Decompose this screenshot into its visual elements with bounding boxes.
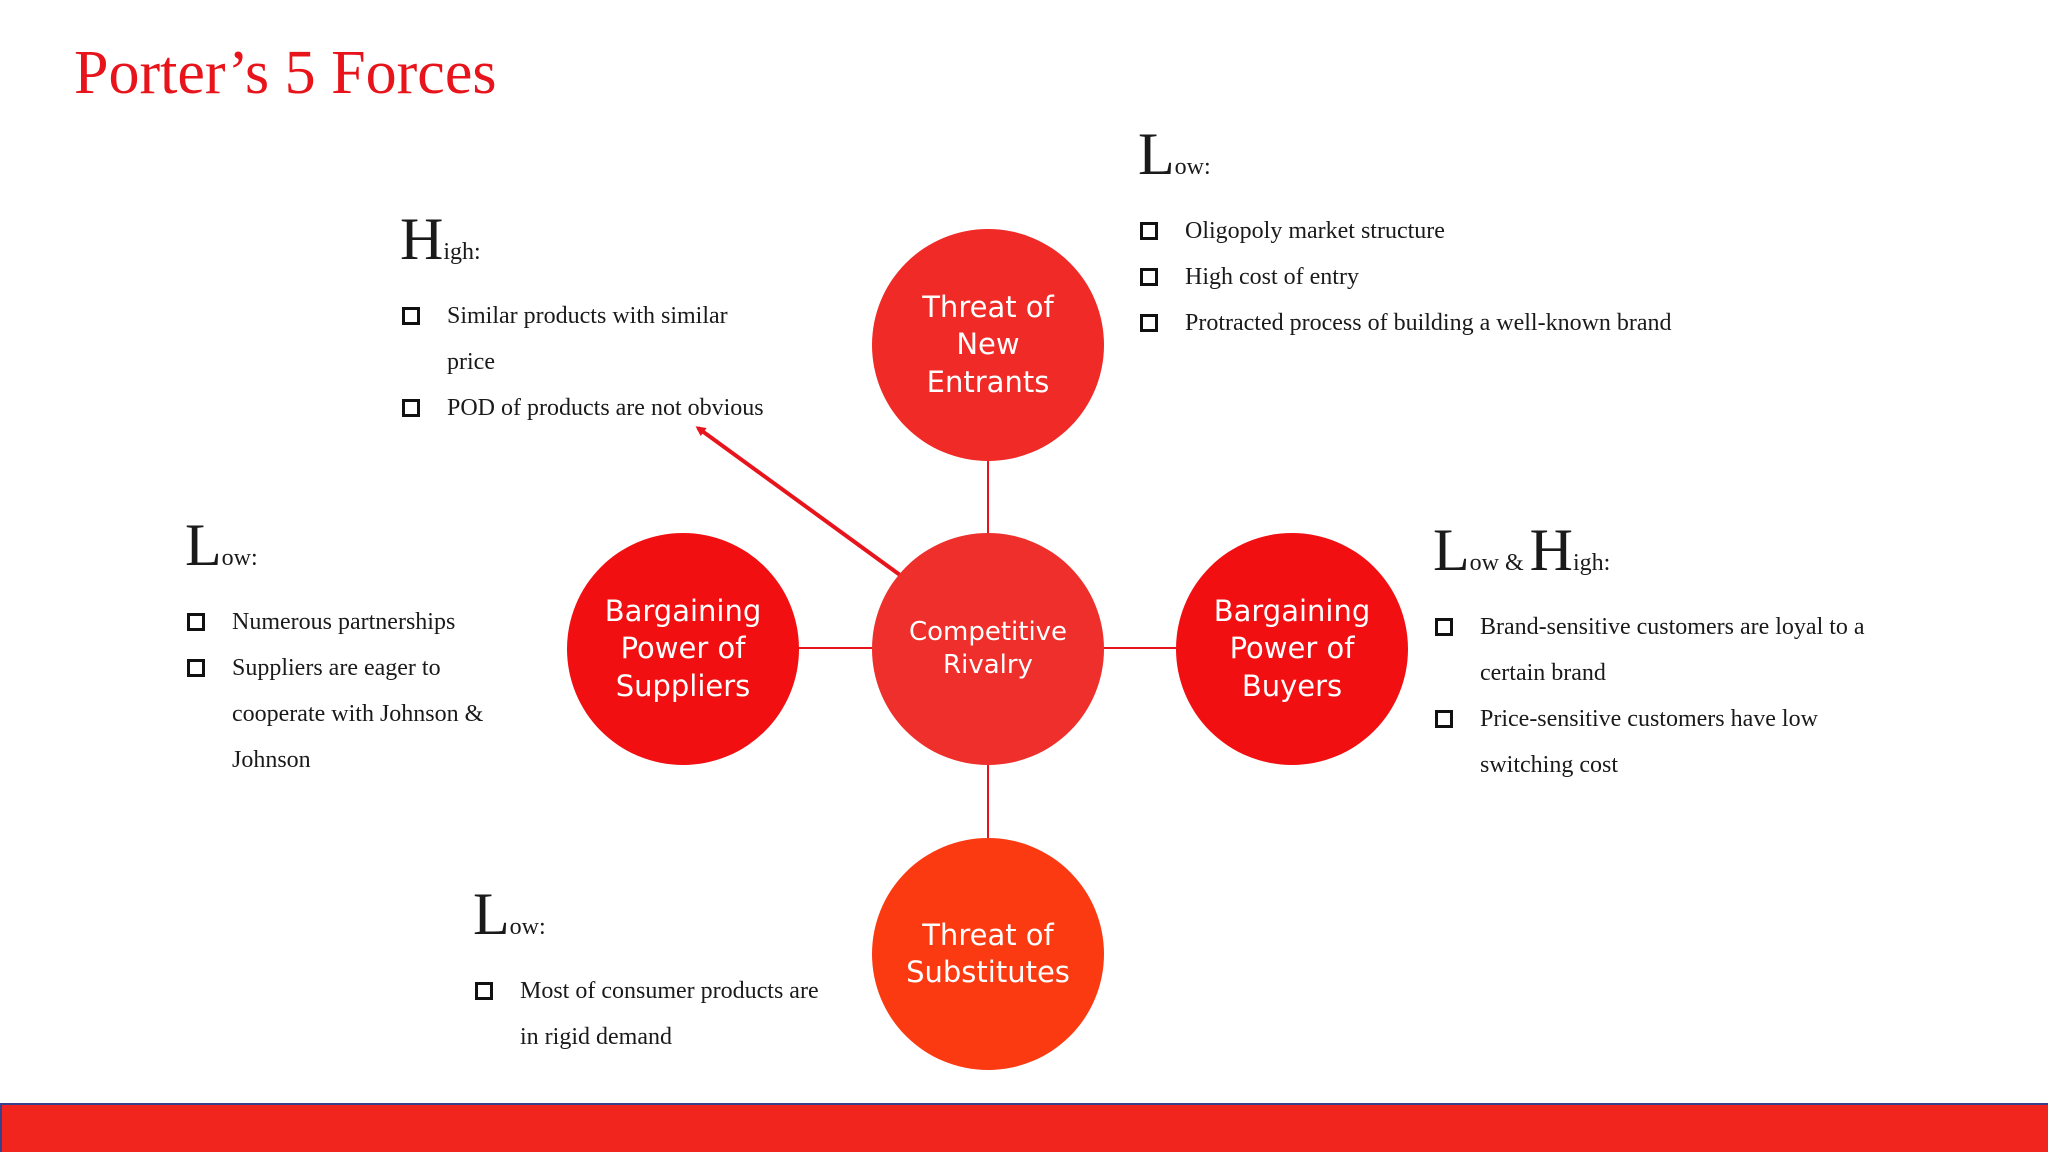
slide-title: Porter’s 5 Forces: [74, 39, 497, 107]
list-item: Numerous partnerships: [185, 599, 535, 645]
list-item: High cost of entry: [1138, 254, 1858, 300]
list-item: Protracted process of building a well-kn…: [1138, 300, 1858, 346]
checkbox-icon: [1435, 618, 1453, 636]
checkbox-icon: [475, 982, 493, 1000]
note-suppliers: Low: Numerous partnerships Suppliers are…: [185, 515, 535, 783]
list-item: Price-sensitive customers have low switc…: [1433, 696, 1903, 788]
force-label: Threat of Substitutes: [906, 917, 1070, 989]
list-item: Oligopoly market structure: [1138, 208, 1858, 254]
note-new-entrants: Low: Oligopoly market structure High cos…: [1138, 124, 1858, 346]
force-bargaining-power-of-suppliers: Bargaining Power of Suppliers: [567, 533, 799, 765]
force-label: Threat of New Entrants: [922, 290, 1054, 399]
footer-bar: [0, 1103, 2048, 1152]
note-rating: Low:: [473, 881, 546, 947]
note-rating: Low & High:: [1433, 517, 1611, 583]
list-item: POD of products are not obvious: [400, 385, 770, 431]
force-label: Bargaining Power of Buyers: [1213, 594, 1371, 703]
list-item: Suppliers are eager to cooperate with Jo…: [185, 645, 535, 783]
force-label: Competitive Rivalry: [908, 616, 1068, 680]
checkbox-icon: [187, 659, 205, 677]
checkbox-icon: [1435, 710, 1453, 728]
note-rating: Low:: [185, 512, 258, 578]
force-bargaining-power-of-buyers: Bargaining Power of Buyers: [1176, 533, 1408, 765]
force-label: Bargaining Power of Suppliers: [604, 594, 762, 703]
checkbox-icon: [187, 613, 205, 631]
list-item: Most of consumer products are in rigid d…: [473, 968, 828, 1060]
note-competitive-rivalry: High: Similar products with similar pric…: [400, 209, 770, 431]
note-rating: Low:: [1138, 121, 1211, 187]
list-item: Brand-sensitive customers are loyal to a…: [1433, 604, 1903, 696]
checkbox-icon: [1140, 314, 1158, 332]
force-competitive-rivalry: Competitive Rivalry: [872, 533, 1104, 765]
checkbox-icon: [402, 399, 420, 417]
checkbox-icon: [1140, 268, 1158, 286]
note-buyers: Low & High: Brand-sensitive customers ar…: [1433, 520, 1903, 788]
note-substitutes: Low: Most of consumer products are in ri…: [473, 884, 828, 1060]
checkbox-icon: [1140, 222, 1158, 240]
rivalry-arrow: [695, 426, 902, 577]
note-rating: High:: [400, 206, 481, 272]
list-item: Similar products with similar price: [400, 293, 770, 385]
force-threat-of-new-entrants: Threat of New Entrants: [872, 229, 1104, 461]
force-threat-of-substitutes: Threat of Substitutes: [872, 838, 1104, 1070]
checkbox-icon: [402, 307, 420, 325]
